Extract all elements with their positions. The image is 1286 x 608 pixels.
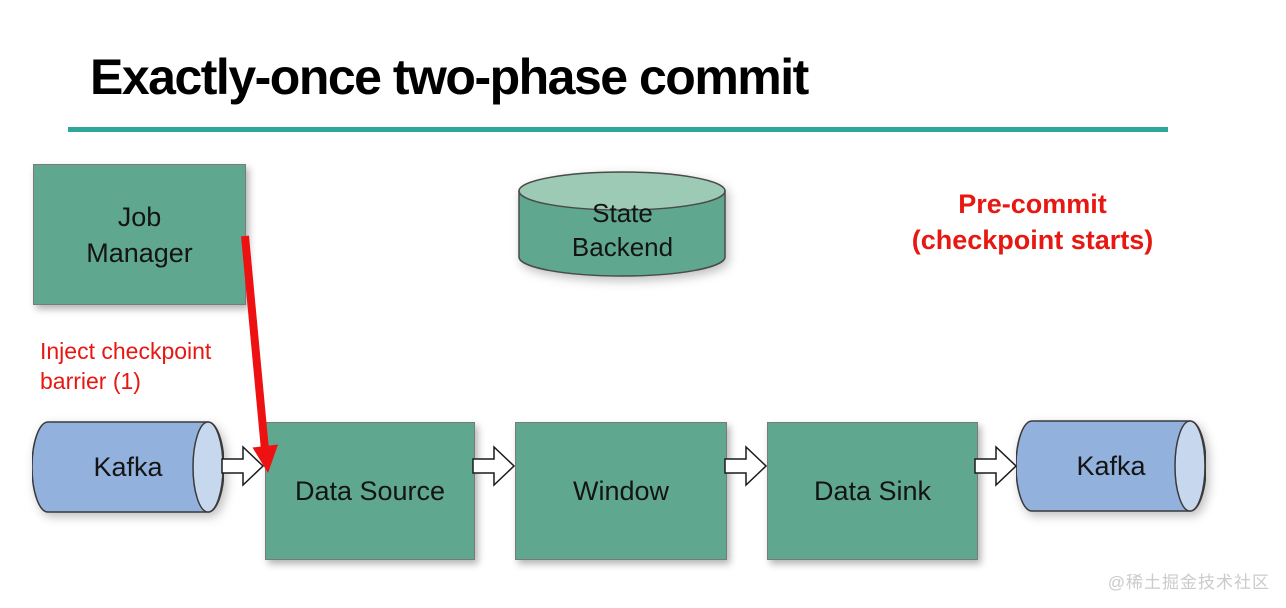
node-label: Data Source <box>294 476 446 506</box>
node-label: Job Manager <box>86 201 193 268</box>
node-kafka-in: Kafka <box>32 421 224 513</box>
node-window: Window <box>515 422 727 560</box>
page-title: Exactly-once two-phase commit <box>90 49 809 105</box>
annotation-line: barrier (1) <box>40 368 141 394</box>
database-cylinder-icon <box>518 171 726 277</box>
watermark: @稀土掘金技术社区 <box>1107 573 1270 592</box>
annotation-line: Pre-commit <box>958 189 1107 219</box>
node-job-manager: Job Manager <box>33 164 246 305</box>
annotation-pre-commit: Pre-commit (checkpoint starts) <box>880 186 1185 258</box>
flow-arrow-icon <box>472 445 516 487</box>
node-data-sink: Data Sink <box>767 422 978 560</box>
annotation-line: (checkpoint starts) <box>911 225 1154 255</box>
flow-arrow-icon <box>974 445 1018 487</box>
kafka-cylinder-icon <box>32 421 224 513</box>
flow-arrow-icon <box>724 445 768 487</box>
kafka-cylinder-icon <box>1016 420 1206 512</box>
node-kafka-out: Kafka <box>1016 420 1206 512</box>
node-label: State Backend <box>571 197 674 262</box>
flow-arrow-icon <box>221 445 265 487</box>
annotation-line: Inject checkpoint <box>40 338 212 364</box>
node-label: Window <box>572 476 670 506</box>
node-state-backend: State Backend <box>518 171 727 278</box>
node-label: Kafka <box>1076 451 1146 481</box>
node-label: Kafka <box>93 452 163 482</box>
annotation-inject-barrier: Inject checkpoint barrier (1) <box>40 336 211 396</box>
title-underline <box>68 127 1168 132</box>
node-label: Data Sink <box>813 476 932 506</box>
node-data-source: Data Source <box>265 422 475 560</box>
